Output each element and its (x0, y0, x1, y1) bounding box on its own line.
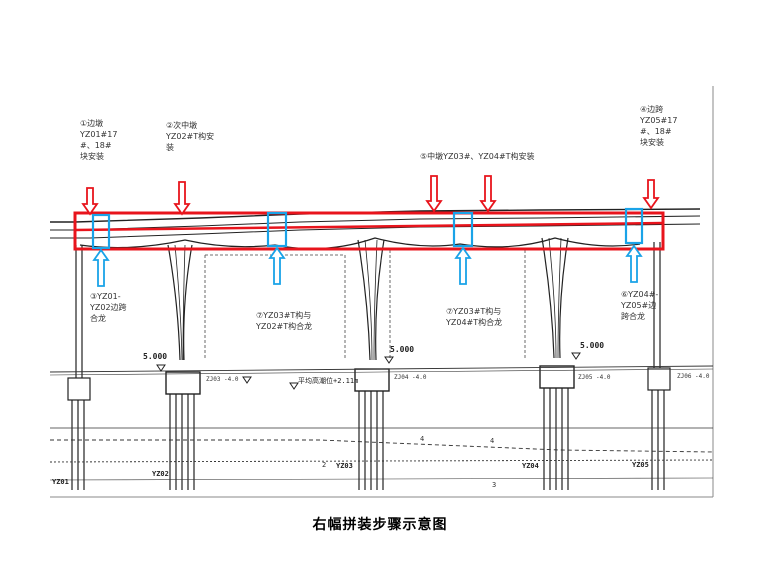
closure-box-3 (452, 211, 474, 248)
step6-label: ⑥YZ04#- YZ05#边 跨合龙 (621, 290, 659, 321)
arrow-down-icon (173, 181, 191, 216)
deck-highlight-red-mid (74, 221, 664, 232)
arrow-up-icon (454, 246, 472, 285)
step4-label: ④边跨 YZ05#17 #、18# 块安装 (640, 105, 678, 147)
elevation-markers (156, 352, 581, 390)
pier-yz01 (67, 245, 91, 490)
arrow-up-icon (268, 246, 286, 285)
step3-label: ③YZ01- YZ02边跨 合龙 (90, 292, 127, 323)
soil-layer-c: 4 (490, 437, 495, 445)
elevation-3: 5.000 (580, 341, 605, 350)
deck-highlight-red (73, 211, 665, 251)
closure-box-4 (624, 207, 644, 245)
soil-layer-a: 2 (322, 461, 327, 469)
closure-arrows (92, 244, 643, 287)
step2-label: ②次中墩 YZ02#T构安 装 (166, 121, 215, 152)
construction-lines (204, 249, 640, 360)
arrow-up-icon (92, 248, 110, 287)
pier-yz02 (165, 244, 201, 490)
step7-label: ⑦YZ03#T构与 YZ02#T构合龙 (256, 311, 313, 331)
arrow-down-icon (479, 175, 497, 213)
pier-id-yz05: YZ05 (632, 461, 649, 469)
pier-yz04 (539, 237, 575, 490)
soil-layer-b: 4 (420, 435, 425, 443)
pile-stamp-4: ZJ06 -4.0 (677, 373, 710, 380)
elevation-2: 5.000 (390, 345, 415, 354)
step1-label: ①边墩 YZ01#17 #、18# 块安装 (80, 119, 118, 161)
pier-id-yz01: YZ01 (52, 478, 69, 486)
pile-stamp-3: ZJ05 -4.0 (578, 374, 611, 381)
pier-id-yz03: YZ03 (336, 462, 353, 470)
arrow-down-icon (81, 187, 99, 216)
pile-stamp-1: ZJ03 -4.0 (206, 376, 239, 383)
soil-layer-d: 3 (492, 481, 497, 489)
water-level: 平均高潮位+2.11m (298, 377, 359, 385)
pile-stamp-2: ZJ04 -4.0 (394, 374, 427, 381)
pier-id-yz04: YZ04 (522, 462, 539, 470)
install-arrows (81, 175, 660, 216)
figure-caption: 右幅拼装步骤示意图 (312, 517, 448, 533)
arrow-up-icon (625, 244, 643, 283)
closure-boxes (91, 207, 644, 250)
step5-label: ⑤中墩YZ03#、YZ04#T构安装 (420, 152, 535, 161)
arrow-down-icon (642, 179, 660, 210)
closure-box-2 (266, 211, 288, 248)
arrow-down-icon (425, 175, 443, 213)
pier-yz05 (647, 242, 671, 490)
pier-yz03 (354, 239, 390, 490)
elevation-1: 5.000 (143, 352, 168, 361)
closure-box-1 (91, 213, 111, 250)
pier-id-yz02: YZ02 (152, 470, 169, 478)
step8-label: ⑦YZ03#T构与 YZ04#T构合龙 (446, 307, 503, 327)
